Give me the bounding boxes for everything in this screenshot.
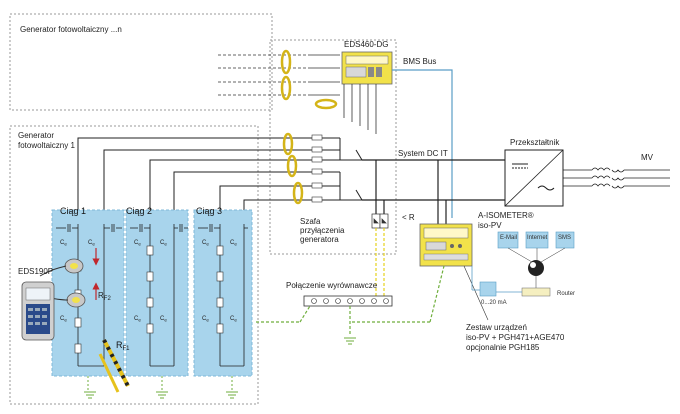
- string-2-panel: [125, 209, 189, 390]
- earth-lines: [256, 265, 445, 336]
- svg-text:Ce: Ce: [60, 240, 67, 247]
- cabinet-label: Szafa przyłączenia generatora: [300, 217, 347, 244]
- communication-icons: [497, 231, 575, 276]
- pv-generator-1-label: Generator fotowoltaiczny 1: [18, 131, 75, 150]
- isometer-label: A-ISOMETER® iso-PV: [478, 211, 536, 230]
- svg-text:Ce: Ce: [202, 316, 209, 323]
- ct-generator-n: [280, 49, 338, 110]
- pv-generator-n-box: [9, 13, 273, 111]
- fault-cable: [98, 339, 130, 393]
- connection-cabinet-box: [269, 39, 397, 255]
- analog-output-box: [479, 281, 497, 297]
- system-dc-label: System DC IT: [398, 149, 448, 158]
- ce-capacitors: [56, 224, 248, 232]
- svg-text:Ce: Ce: [160, 240, 167, 247]
- sms-label: SMS: [558, 235, 571, 241]
- cabinet-fuses: [311, 134, 323, 203]
- svg-text:Ce: Ce: [160, 316, 167, 323]
- isometer-device: [419, 223, 473, 267]
- transformer: [591, 167, 625, 189]
- pv-generator-n-label: Generator fotowoltaiczny ...n: [20, 25, 122, 34]
- string-3-panel: [193, 209, 253, 390]
- string-3-label: Ciąg 3: [196, 206, 222, 216]
- email-label: E-Mail: [500, 235, 517, 241]
- converter-label: Przekształtnik: [510, 138, 560, 147]
- rf2-label: RF2: [98, 291, 111, 302]
- ce-labels: Ce Ce Ce Ce Ce Ce Ce Ce Ce Ce Ce: [60, 240, 237, 323]
- eds460-label: EDS460-DG: [344, 40, 388, 49]
- equipotential-label: Połączenie wyrównawcze: [286, 281, 378, 290]
- svg-text:Ce: Ce: [134, 316, 141, 323]
- clamp-ct: [39, 258, 86, 308]
- device-set-label: Zestaw urządzeń iso-PV + PGH471+AGE470 o…: [466, 323, 567, 352]
- bms-bus-label: BMS Bus: [403, 57, 436, 66]
- svg-text:Ce: Ce: [230, 240, 237, 247]
- converter: [504, 149, 564, 207]
- svg-text:Ce: Ce: [88, 240, 95, 247]
- handheld-device: [21, 281, 55, 341]
- internet-label: Internet: [527, 235, 548, 241]
- ac-lines: [563, 169, 670, 187]
- bms-bus-line: [392, 69, 453, 218]
- ct-main: [282, 132, 304, 205]
- mv-label: MV: [641, 153, 654, 162]
- svg-text:Ce: Ce: [134, 240, 141, 247]
- eds190p-label: EDS190P: [18, 267, 53, 276]
- earth-symbols: [84, 337, 356, 399]
- dc-main-lines: [77, 137, 300, 210]
- string-1-panel: [51, 209, 125, 390]
- router-box: [521, 287, 551, 297]
- string-2-label: Ciąg 2: [126, 206, 152, 216]
- surge-arresters: [371, 213, 389, 229]
- dc-output: [362, 159, 505, 224]
- string-1-label: Ciąg 1: [60, 206, 86, 216]
- eds460-device: [341, 51, 393, 134]
- router-label: Router: [557, 291, 575, 297]
- generator-n-lines: [218, 54, 310, 96]
- less-r-label: < R: [402, 213, 415, 222]
- ma-output-label: 0...20 mA: [481, 300, 507, 306]
- svg-text:Ce: Ce: [60, 316, 67, 323]
- svg-text:Ce: Ce: [202, 240, 209, 247]
- rf1-label: RF1: [116, 340, 130, 352]
- svg-text:Ce: Ce: [230, 316, 237, 323]
- pv-generator-1-box: [9, 125, 259, 405]
